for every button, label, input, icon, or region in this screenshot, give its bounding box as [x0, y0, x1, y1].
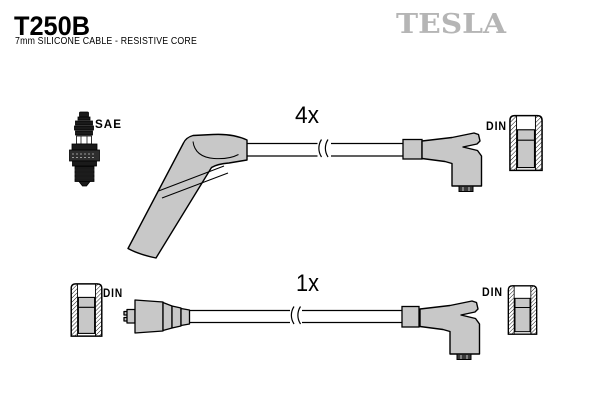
spark-plug-icon — [69, 111, 100, 187]
subtitle: 7mm SILICONE CABLE - RESISTIVE CORE — [15, 36, 197, 47]
din-label-bottom-left: DIN — [103, 288, 123, 300]
straight-distributor-boot-icon — [123, 299, 191, 334]
cable-bottom — [189, 309, 402, 324]
elbow-distributor-boot-bottom-icon — [419, 300, 481, 361]
ferrule-top — [402, 138, 423, 160]
din-socket-bottom-left-icon — [70, 283, 103, 337]
cable-break-bottom-icon — [290, 306, 302, 325]
din-socket-top-right-icon — [509, 114, 543, 172]
sae-label: SAE — [95, 119, 122, 131]
din-label-top-right: DIN — [486, 121, 507, 133]
elbow-distributor-boot-top-icon — [421, 132, 483, 193]
cable-break-top-icon — [318, 139, 329, 158]
part-number: T250B — [14, 11, 90, 41]
din-socket-bottom-right-icon — [507, 285, 538, 335]
din-label-bottom-right: DIN — [482, 287, 503, 299]
bottom-cable-assembly: DIN — [70, 283, 538, 361]
brand-logo: TESLA — [396, 9, 507, 40]
ferrule-bottom — [401, 305, 420, 328]
quantity-top-label: 4x — [295, 102, 319, 129]
cable-top — [247, 142, 403, 157]
header: T250B 7mm SILICONE CABLE - RESISTIVE COR… — [14, 9, 507, 47]
quantity-bottom-label: 1x — [296, 270, 319, 297]
angled-plug-boot-icon — [127, 133, 248, 259]
top-cable-assembly: DIN — [127, 114, 543, 259]
